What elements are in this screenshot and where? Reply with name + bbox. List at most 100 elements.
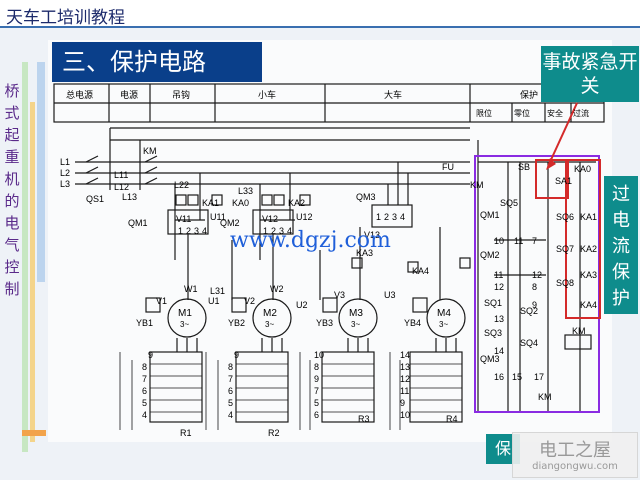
header-hoist: 吊钩 <box>172 91 191 101</box>
label-km-bottom: KM <box>538 392 552 402</box>
motor-m4: M4 <box>437 308 451 319</box>
qm3-contact: 4 <box>400 212 406 222</box>
logo-url: diangongwu.com <box>532 461 618 472</box>
r3-tap: 8 <box>314 362 320 372</box>
label-ka1: KA1 <box>202 198 220 208</box>
course-title: 天车工培训教程 <box>6 8 125 28</box>
r3-tap: 10 <box>314 350 325 360</box>
header-trolley: 小车 <box>258 91 277 101</box>
qm3-contact: 1 <box>376 212 382 222</box>
subheader-safety: 安全 <box>547 109 563 118</box>
label-sq1: SQ1 <box>484 298 503 308</box>
label-l33: L33 <box>238 186 254 196</box>
label-qm1-ctrl: QM1 <box>480 210 500 220</box>
label-u3: U3 <box>384 290 396 300</box>
label-ka4: KA4 <box>412 266 430 276</box>
label-sq5: SQ5 <box>500 198 519 208</box>
ctrl-node: 9 <box>532 300 538 310</box>
r2-tap: 6 <box>228 386 234 396</box>
label-v1: V1 <box>156 296 168 306</box>
motor-m2-spec: 3~ <box>265 320 275 329</box>
motor-m4-spec: 3~ <box>439 320 449 329</box>
ctrl-node: 11 <box>514 236 524 246</box>
ctrl-node: 13 <box>494 314 505 324</box>
qm2-contact: 1 <box>263 226 269 236</box>
label-yb4: YB4 <box>404 318 422 328</box>
label-km-coil: KM <box>572 326 586 336</box>
diagram-header: 总电源 电源 吊钩 小车 大车 保护 <box>54 85 604 103</box>
r1-tap: 6 <box>142 386 148 396</box>
ctrl-node: 12 <box>532 270 543 280</box>
subheader-zero: 零位 <box>514 109 530 118</box>
label-v12: V12 <box>262 214 279 224</box>
subheader-limit: 限位 <box>476 109 492 118</box>
label-fu: FU <box>442 162 454 172</box>
header-main-power: 总电源 <box>66 91 94 101</box>
qm3-contact: 2 <box>384 212 390 222</box>
ctrl-node: 15 <box>512 372 523 382</box>
subheader-overcurrent: 过流 <box>573 109 589 118</box>
line-l2: L2 <box>60 168 71 178</box>
r2-tap: 8 <box>228 362 234 372</box>
motor-m3: M3 <box>349 308 363 319</box>
r4-tap: 9 <box>400 398 406 408</box>
label-w1: W1 <box>184 284 198 294</box>
r4-tap: 13 <box>400 362 411 372</box>
label-u12: U12 <box>296 212 313 222</box>
label-sa1: SA1 <box>555 176 573 186</box>
motor-m3-spec: 3~ <box>351 320 361 329</box>
r1-tap: 4 <box>142 410 148 420</box>
ctrl-node: 17 <box>534 372 545 382</box>
label-sq6: SQ6 <box>556 212 575 222</box>
label-r3: R3 <box>358 414 370 424</box>
label-sq7: SQ7 <box>556 244 575 254</box>
label-u2: U2 <box>296 300 308 310</box>
r4-tap: 12 <box>400 374 411 384</box>
emergency-switch-callout: 事故紧急开关 <box>541 46 639 102</box>
motor-m1-spec: 3~ <box>180 320 190 329</box>
overcurrent-callout: 过电流保护 <box>604 176 638 314</box>
r2-tap: 7 <box>228 374 234 384</box>
header-protection: 保护 <box>520 91 539 101</box>
r1-tap: 9 <box>148 350 154 360</box>
ctrl-node: 10 <box>494 236 505 246</box>
protection-subheaders: 限位 零位 安全 过流 <box>470 105 604 121</box>
label-l22: L22 <box>174 180 190 190</box>
label-sb: SB <box>518 162 531 172</box>
label-yb3: YB3 <box>316 318 334 328</box>
label-km: KM <box>143 146 157 156</box>
qm2-contact: 2 <box>271 226 277 236</box>
r1-tap: 5 <box>142 398 148 408</box>
vertical-chapter-label: 桥式起重机的电气控制 <box>4 82 20 298</box>
label-sq8: SQ8 <box>556 278 575 288</box>
label-qm2: QM2 <box>220 218 240 228</box>
r4-tap: 14 <box>400 350 411 360</box>
label-ka0: KA0 <box>232 198 250 208</box>
label-ka-stack-4: KA4 <box>580 300 598 310</box>
label-l12: L12 <box>114 182 130 192</box>
watermark-text: www.dgzj.com <box>230 228 391 253</box>
label-sq3: SQ3 <box>484 328 503 338</box>
header-divider <box>0 26 640 28</box>
label-ka-stack-3: KA3 <box>580 270 598 280</box>
label-v2: V2 <box>244 296 256 306</box>
label-ka-stack-0: KA0 <box>574 164 592 174</box>
label-qm2-ctrl: QM2 <box>480 250 500 260</box>
r3-tap: 9 <box>314 374 320 384</box>
qm1-contact: 2 <box>186 226 192 236</box>
r3-tap: 5 <box>314 398 320 408</box>
ctrl-node: 8 <box>532 282 538 292</box>
label-yb1: YB1 <box>136 318 154 328</box>
r3-tap: 6 <box>314 410 320 420</box>
label-l13: L13 <box>122 192 138 202</box>
label-qm3: QM3 <box>356 192 376 202</box>
header-bridge: 大车 <box>384 91 403 101</box>
header-power: 电源 <box>120 91 139 101</box>
label-r1: R1 <box>180 428 192 438</box>
label-v13: V13 <box>364 230 381 240</box>
r1-tap: 8 <box>142 362 148 372</box>
qm2-contact: 3 <box>279 226 285 236</box>
label-w2: W2 <box>270 284 284 294</box>
